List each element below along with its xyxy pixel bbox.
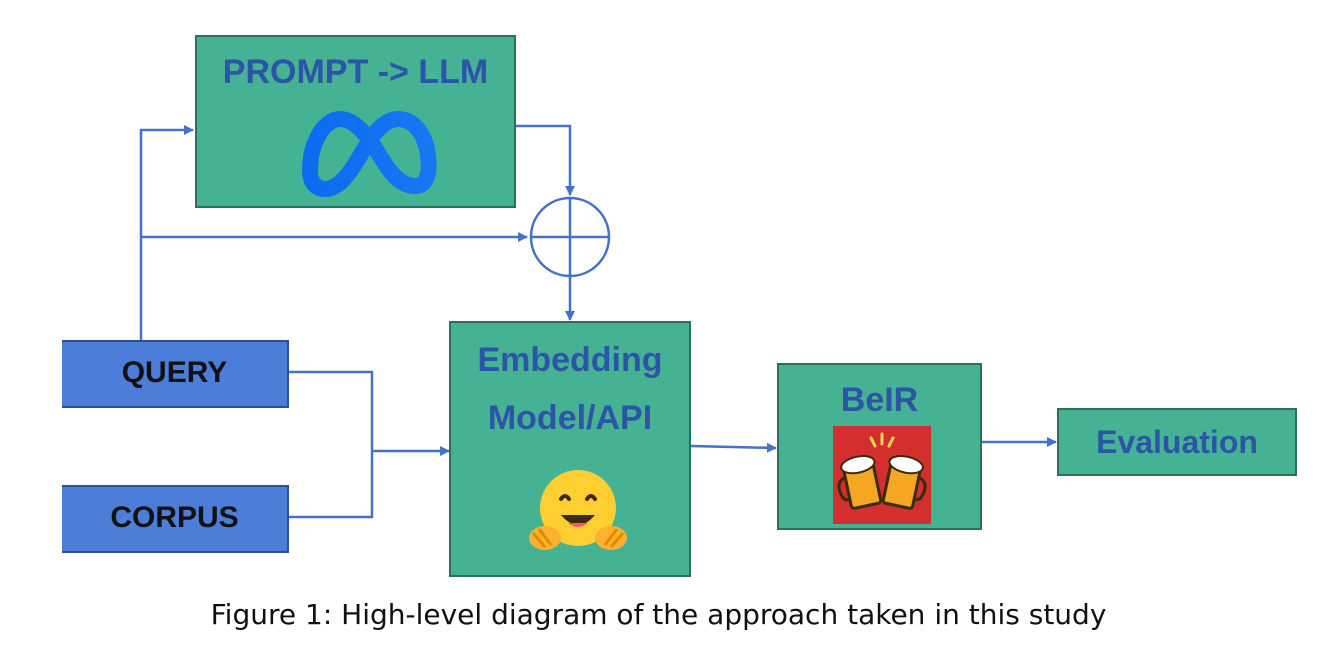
corpus-box: CORPUS (62, 485, 289, 553)
embedding-label-line1: Embedding (477, 341, 663, 379)
embedding-box: Embedding Model/API (449, 321, 691, 577)
evaluation-label: Evaluation (1096, 424, 1258, 460)
prompt-llm-label: PROMPT -> LLM (222, 53, 489, 91)
arrow-prompt-to-combine (516, 124, 575, 196)
beer-mugs-clinking-icon (833, 426, 931, 524)
circle-plus-combine-icon (529, 196, 611, 278)
embedding-label-line2: Model/API (487, 399, 653, 437)
beir-label: BeIR (840, 381, 919, 419)
evaluation-box: Evaluation (1057, 408, 1297, 476)
query-label: QUERY (121, 356, 228, 389)
beir-box: BeIR (777, 363, 982, 530)
wire-query-to-merge (289, 370, 374, 519)
meta-infinity-logo-icon (302, 111, 437, 197)
figure-caption: Figure 1: High-level diagram of the appr… (210, 598, 1107, 631)
query-box: QUERY (62, 340, 289, 408)
corpus-label: CORPUS (110, 501, 239, 534)
hugging-face-emoji-icon (529, 470, 627, 550)
prompt-llm-box: PROMPT -> LLM (195, 35, 516, 208)
arrow-embedding-to-beir (690, 442, 777, 453)
arrow-query-to-prompt (139, 125, 194, 340)
